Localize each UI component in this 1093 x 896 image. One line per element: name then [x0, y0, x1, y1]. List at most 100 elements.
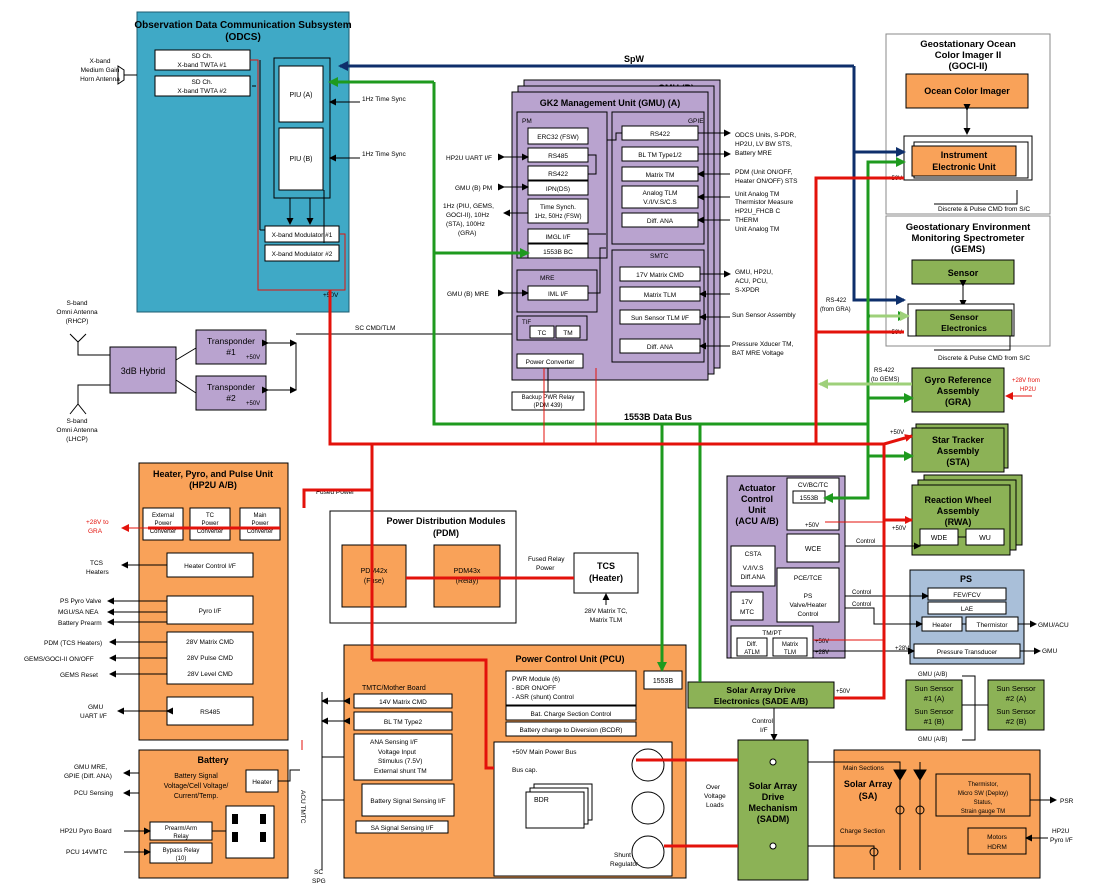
sc-cmd-tlm: SC CMD/TLM [355, 325, 395, 332]
sensor-electronics: Sensor [950, 312, 980, 322]
hp2u-left-3: TCS [90, 560, 104, 567]
transponder-2-num: #2 [226, 393, 236, 403]
pm-rs485: RS485 [548, 153, 568, 160]
sade-title: Solar Array Drive [726, 685, 795, 695]
1553b-bc: 1553B BC [543, 249, 573, 256]
sa-hp2u: HP2U [1052, 828, 1070, 835]
switch-icon-1 [631, 748, 665, 782]
battery-block: Battery Battery Signal Voltage/Cell Volt… [138, 749, 289, 879]
time-sync-a: 1Hz Time Sync [362, 96, 406, 103]
gra-title: Gyro Reference [924, 375, 991, 385]
ps-thermistor: Thermistor [976, 622, 1008, 629]
tcs-title-2: (Heater) [589, 573, 623, 583]
sun-2a: Sun Sensor [996, 684, 1036, 693]
pcu-title: Power Control Unit (PCU) [516, 654, 625, 664]
tcs-title: TCS [597, 561, 615, 571]
battery-title: Battery [197, 755, 228, 765]
sa-title: Solar Array [844, 779, 892, 789]
bl-tm-type2: BL TM Type2 [384, 719, 423, 726]
sa-therm-4: Strain gauge TM [961, 809, 1005, 815]
ana-sensing-3: Stimulus (7.5V) [378, 758, 422, 765]
sc-spg: SC [314, 869, 323, 876]
battery-signal-sensing: Battery Signal Sensing I/F [370, 798, 445, 805]
1553b-bus [328, 77, 914, 682]
sun-1b: Sun Sensor [914, 707, 954, 716]
pcu-block: Power Control Unit (PCU) 1553B TMTC/Moth… [343, 644, 687, 879]
x-band-antenna-label-2: Medium Gain [81, 67, 120, 74]
tif-tc: TC [538, 330, 547, 337]
1553b-label: 1553B Data Bus [624, 412, 692, 422]
pwr-module-2: - BDR ON/OFF [512, 685, 556, 692]
gmu-right-2: HP2U, LV BW STS, [735, 141, 792, 148]
pdm42x-2: (Fuse) [364, 578, 384, 585]
gmu-left-7: GMU (B) MRE [447, 291, 490, 298]
acu-28v: +28V [815, 650, 829, 656]
bypass-relay-2: (10) [176, 856, 187, 862]
power-bus [148, 176, 913, 848]
ps-gmu: GMU [1042, 648, 1057, 655]
gems-title-3: (GEMS) [951, 244, 985, 255]
diff-atlm-2: ATLM [744, 650, 760, 656]
gmu-left-4: GOCI-II), 10Hz [446, 212, 489, 219]
gems-block: Geostationary Environment Monitoring Spe… [885, 215, 1051, 362]
sade-title-2: Electronics (SADE A/B) [714, 696, 808, 706]
transponder-2: Transponder [207, 382, 255, 392]
14v-matrix-cmd: 14V Matrix CMD [379, 699, 427, 706]
analog-tlm: Analog TLM [643, 190, 678, 197]
psr: PSR [1060, 798, 1074, 805]
sta-50v: +50V [890, 430, 904, 436]
shunt-reg: Shunt [614, 852, 631, 859]
pce-tce-4: Control [798, 611, 820, 618]
ps-control-1: Control [852, 590, 871, 596]
gpie-diff-ana: Diff. ANA [647, 218, 674, 225]
sun-2b: Sun Sensor [996, 707, 1036, 716]
time-sync-b: 1Hz Time Sync [362, 151, 406, 158]
pcu-1553b: 1553B [653, 678, 674, 685]
bat-left-2: GPIE (Diff. ANA) [64, 773, 112, 780]
ps-gmu-acu: GMU/ACU [1038, 622, 1069, 629]
cv-bc-tc: CV/BC/TC [798, 482, 829, 489]
pressure-transducer: Pressure Transducer [937, 649, 998, 656]
sta-title-2: Assembly [937, 446, 980, 456]
prearm-relay-2: Relay [173, 834, 188, 840]
bat-charge-section: Bat. Charge Section Control [531, 711, 612, 718]
bat-left-5: PCU 14VMTC [66, 849, 107, 856]
pyro-if: Pyro I/F [199, 608, 222, 615]
iml-if: IML I/F [548, 291, 568, 298]
sun-2b-2: #2 (B) [1006, 717, 1027, 726]
sa-therm-2: Micro SW (Deploy) [958, 791, 1008, 797]
gmu-left-labels: HP2U UART I/F GMU (B) PM 1Hz (PIU, GEMS,… [443, 155, 494, 298]
hp2u-left-9: GEMS/GOCI-II ON/OFF [24, 656, 94, 663]
lhcp-antenna-icon [69, 403, 87, 415]
acu-title: Actuator [738, 483, 775, 493]
wce: WCE [805, 546, 822, 553]
main-pc-2: Power [251, 521, 268, 527]
backup-pwr-relay-2: (PDM 439) [533, 403, 562, 409]
fused-power: Fused Power [316, 489, 355, 496]
acu-17v-mtc-2: MTC [740, 609, 754, 616]
ovl: Over [706, 784, 721, 791]
gra-28v: +28V from [1012, 378, 1040, 384]
wu: WU [979, 535, 991, 542]
hp2u-rs485: RS485 [200, 709, 220, 716]
hp2u-left-2: GRA [88, 528, 103, 535]
lhcp-label-3: (LHCP) [66, 436, 88, 443]
smtc-label: SMTC [650, 253, 669, 260]
goci-title-3: (GOCI-II) [948, 61, 987, 72]
wde: WDE [931, 535, 948, 542]
sensor-electronics-2: Electronics [941, 323, 987, 333]
gra-title-2: Assembly [937, 386, 980, 396]
sade-control-2: I/F [760, 727, 768, 734]
ovl-2: Voltage [704, 793, 726, 800]
tif-label: TIF [522, 320, 531, 326]
fused-relay-2: Power [536, 565, 555, 572]
rhcp-antenna-icon [69, 333, 87, 343]
pdm43x: PDM43x [454, 568, 481, 575]
sun-1a-2: #1 (A) [924, 694, 945, 703]
ext-pc-2: Power [154, 521, 171, 527]
rwa-50v: +50V [892, 526, 906, 532]
17v-matrix-cmd: 17V Matrix CMD [636, 272, 684, 279]
tif-tm: TM [563, 330, 572, 337]
sade-block: Solar Array Drive Electronics (SADE A/B) [687, 681, 835, 709]
tcs-block: TCS (Heater) 28V Matrix TC, Matrix TLM [573, 552, 639, 624]
